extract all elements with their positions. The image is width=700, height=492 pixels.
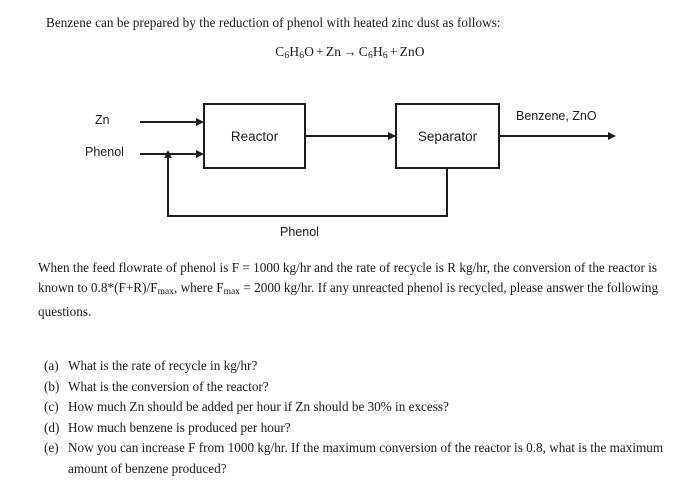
question-marker-e: (e) <box>44 440 59 456</box>
equation-product1-sub1: 6 <box>367 50 373 62</box>
zn-feed-stream-line <box>140 121 198 123</box>
reactor-block: Reactor <box>203 103 306 169</box>
problem-statement: When the feed flowrate of phenol is F = … <box>38 258 663 322</box>
phenol-feed-stream-arrowhead <box>196 149 204 158</box>
separator-block-label: Separator <box>417 128 478 144</box>
equation-product-benzene: C6H6 <box>358 44 388 62</box>
question-item-b: (b) What is the conversion of the reacto… <box>44 377 674 398</box>
statement-fmax-subscript-1: max <box>157 286 174 297</box>
equation-reactant1-o: O <box>304 44 315 59</box>
equation-arrow: → <box>343 44 357 59</box>
product-outlet-line <box>500 135 610 137</box>
question-marker-b: (b) <box>44 378 60 394</box>
question-marker-c: (c) <box>44 399 59 415</box>
questions-list: (a) What is the rate of recycle in kg/hr… <box>44 356 674 480</box>
question-text-c: How much Zn should be added per hour if … <box>68 399 449 415</box>
separator-block: Separator <box>395 103 500 169</box>
zn-feed-label: Zn <box>95 113 110 127</box>
equation-reactant1-c: C <box>275 44 285 59</box>
statement-part-2: , where F <box>174 279 224 295</box>
equation-reactant1-h: H <box>289 44 300 59</box>
question-text-a: What is the rate of recycle in kg/hr? <box>68 358 258 373</box>
chemical-equation: C6H6O+Zn→C6H6+ZnO <box>0 44 700 61</box>
statement-part-1: When the feed flowrate of phenol is F = … <box>38 260 658 295</box>
product-outlet-arrowhead <box>608 131 616 140</box>
equation-product1-sub2: 6 <box>382 50 388 62</box>
equation-reactant1-sub1: 6 <box>284 50 290 62</box>
phenol-feed-label: Phenol <box>85 145 124 159</box>
question-marker-d: (d) <box>44 419 60 435</box>
reactor-to-separator-arrowhead <box>388 131 396 140</box>
equation-product-zinc-oxide: ZnO <box>399 44 425 59</box>
equation-reactant1-sub2: 6 <box>299 50 305 62</box>
recycle-horizontal-line <box>167 215 448 217</box>
statement-part-3: = 2000 kg/hr. If any unreacted phenol is… <box>38 279 659 320</box>
question-item-c: (c) How much Zn should be added per hour… <box>44 397 674 418</box>
intro-paragraph: Benzene can be prepared by the reduction… <box>46 15 501 30</box>
question-item-d: (d) How much benzene is produced per hou… <box>44 418 674 439</box>
equation-plus-2: + <box>389 44 398 59</box>
equation-reactant-phenol: C6H6O <box>275 44 315 62</box>
question-marker-a: (a) <box>44 358 59 373</box>
equation-product1-h: H <box>372 44 383 59</box>
recycle-down-line <box>446 169 448 217</box>
recycle-stream-label: Phenol <box>280 225 319 239</box>
question-item-e: (e) Now you can increase F from 1000 kg/… <box>44 438 674 479</box>
product-outlet-label: Benzene, ZnO <box>516 109 597 123</box>
equation-product1-c: C <box>358 44 368 59</box>
equation-plus-1: + <box>316 44 324 59</box>
equation-reactant-zinc: Zn <box>325 44 342 59</box>
question-text-e: Now you can increase F from 1000 kg/hr. … <box>68 440 664 476</box>
question-text-b: What is the conversion of the reactor? <box>68 378 269 394</box>
recycle-up-line <box>167 157 169 217</box>
reactor-block-label: Reactor <box>230 128 279 144</box>
zn-feed-stream-arrowhead <box>196 117 204 126</box>
question-text-d: How much benzene is produced per hour? <box>68 419 291 435</box>
process-flow-diagram: Reactor Separator Zn Phenol Benzene, ZnO… <box>0 95 700 250</box>
statement-fmax-subscript-2: max <box>223 286 241 297</box>
recycle-arrowhead <box>163 150 172 158</box>
question-item-a: (a) What is the rate of recycle in kg/hr… <box>44 356 674 377</box>
reactor-to-separator-line <box>306 135 389 137</box>
